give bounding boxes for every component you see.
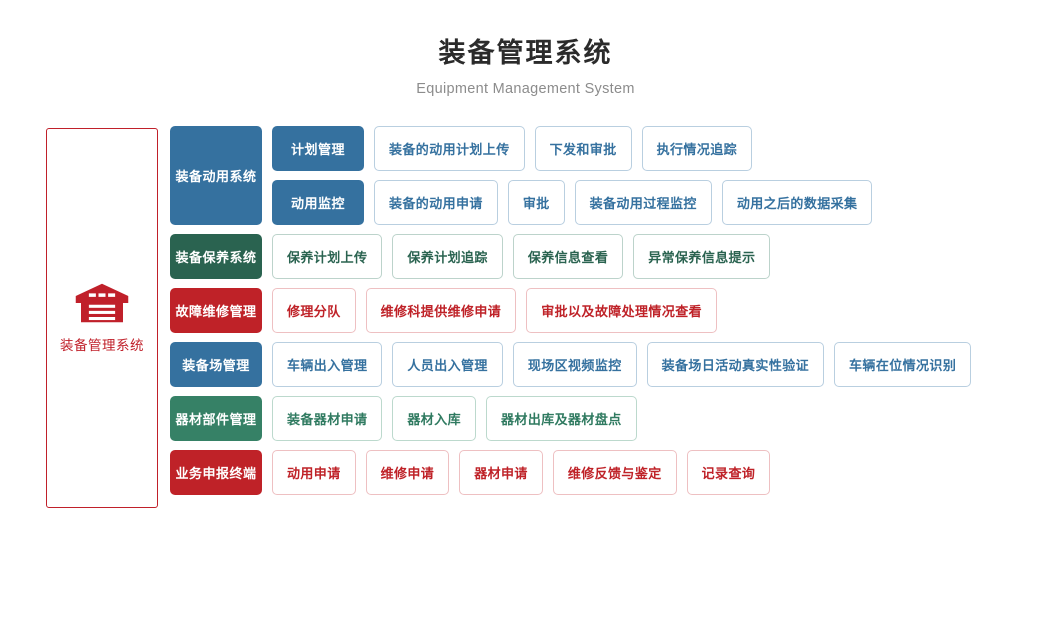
leaf-node[interactable]: 异常保养信息提示	[633, 234, 771, 279]
system-block[interactable]: 器材部件管理	[170, 396, 262, 441]
leaf-node[interactable]: 装备器材申请	[272, 396, 383, 441]
branch-group: 保养计划上传保养计划追踪保养信息查看异常保养信息提示	[272, 234, 771, 279]
leaf-node[interactable]: 维修反馈与鉴定	[552, 450, 677, 495]
leaf-node[interactable]: 审批	[507, 180, 565, 225]
branch-line: 计划管理装备的动用计划上传下发和审批执行情况追踪	[272, 126, 872, 171]
leaf-node[interactable]: 记录查询	[686, 450, 771, 495]
root-system-label: 装备管理系统	[60, 338, 144, 353]
leaf-node[interactable]: 保养信息查看	[512, 234, 624, 279]
leaf-node[interactable]: 执行情况追踪	[641, 126, 753, 171]
page-title: 装备管理系统	[438, 38, 613, 68]
system-row: 装备保养系统保养计划上传保养计划追踪保养信息查看异常保养信息提示	[170, 234, 1030, 279]
branch-group: 修理分队维修科提供维修申请审批以及故障处理情况查看	[272, 288, 718, 333]
leaf-node[interactable]: 保养计划上传	[272, 234, 383, 279]
page-subtitle: Equipment Management System	[416, 81, 635, 97]
leaf-node[interactable]: 维修科提供维修申请	[365, 288, 517, 333]
system-block[interactable]: 装备保养系统	[170, 234, 262, 279]
root-system-panel[interactable]: 装备管理系统	[46, 128, 158, 508]
warehouse-icon	[75, 283, 129, 323]
branch-line: 装备器材申请器材入库器材出库及器材盘点	[272, 396, 637, 441]
leaf-node[interactable]: 下发和审批	[534, 126, 632, 171]
branch-line: 车辆出入管理人员出入管理现场区视频监控装备场日活动真实性验证车辆在位情况识别	[272, 342, 972, 387]
system-row: 器材部件管理装备器材申请器材入库器材出库及器材盘点	[170, 396, 1030, 441]
branch-line: 动用申请维修申请器材申请维修反馈与鉴定记录查询	[272, 450, 771, 495]
leaf-node[interactable]: 动用申请	[272, 450, 356, 495]
leaf-node[interactable]: 维修申请	[365, 450, 450, 495]
leaf-node[interactable]: 器材入库	[392, 396, 477, 441]
leaf-node[interactable]: 修理分队	[272, 288, 356, 333]
system-block[interactable]: 装备场管理	[170, 342, 262, 387]
branch-block[interactable]: 动用监控	[272, 180, 364, 225]
system-row: 故障维修管理修理分队维修科提供维修申请审批以及故障处理情况查看	[170, 288, 1030, 333]
page-header: 装备管理系统 Equipment Management System	[0, 36, 1051, 99]
branch-group: 计划管理装备的动用计划上传下发和审批执行情况追踪动用监控装备的动用申请审批装备动…	[272, 126, 873, 225]
branch-group: 动用申请维修申请器材申请维修反馈与鉴定记录查询	[272, 450, 771, 495]
leaf-node[interactable]: 装备动用过程监控	[574, 180, 712, 225]
leaf-node[interactable]: 人员出入管理	[392, 342, 503, 387]
branch-line: 修理分队维修科提供维修申请审批以及故障处理情况查看	[272, 288, 718, 333]
leaf-node[interactable]: 装备的动用申请	[374, 180, 498, 225]
leaf-node[interactable]: 保养计划追踪	[392, 234, 503, 279]
leaf-node[interactable]: 装备场日活动真实性验证	[646, 342, 825, 387]
branch-group: 装备器材申请器材入库器材出库及器材盘点	[272, 396, 637, 441]
leaf-node[interactable]: 装备的动用计划上传	[374, 126, 525, 171]
leaf-node[interactable]: 器材出库及器材盘点	[486, 396, 637, 441]
leaf-node[interactable]: 器材申请	[459, 450, 543, 495]
system-row: 装备动用系统计划管理装备的动用计划上传下发和审批执行情况追踪动用监控装备的动用申…	[170, 126, 1030, 225]
system-block[interactable]: 故障维修管理	[170, 288, 262, 333]
system-block[interactable]: 业务申报终端	[170, 450, 262, 495]
system-row: 装备场管理车辆出入管理人员出入管理现场区视频监控装备场日活动真实性验证车辆在位情…	[170, 342, 1030, 387]
leaf-node[interactable]: 审批以及故障处理情况查看	[526, 288, 718, 333]
branch-line: 保养计划上传保养计划追踪保养信息查看异常保养信息提示	[272, 234, 771, 279]
leaf-node[interactable]: 车辆在位情况识别	[834, 342, 972, 387]
branch-group: 车辆出入管理人员出入管理现场区视频监控装备场日活动真实性验证车辆在位情况识别	[272, 342, 972, 387]
system-diagram: 装备动用系统计划管理装备的动用计划上传下发和审批执行情况追踪动用监控装备的动用申…	[170, 126, 1030, 504]
system-row: 业务申报终端动用申请维修申请器材申请维修反馈与鉴定记录查询	[170, 450, 1030, 495]
branch-block[interactable]: 计划管理	[272, 126, 364, 171]
leaf-node[interactable]: 现场区视频监控	[512, 342, 637, 387]
branch-line: 动用监控装备的动用申请审批装备动用过程监控动用之后的数据采集	[272, 180, 873, 225]
system-block[interactable]: 装备动用系统	[170, 126, 262, 225]
leaf-node[interactable]: 动用之后的数据采集	[721, 180, 873, 225]
leaf-node[interactable]: 车辆出入管理	[272, 342, 383, 387]
